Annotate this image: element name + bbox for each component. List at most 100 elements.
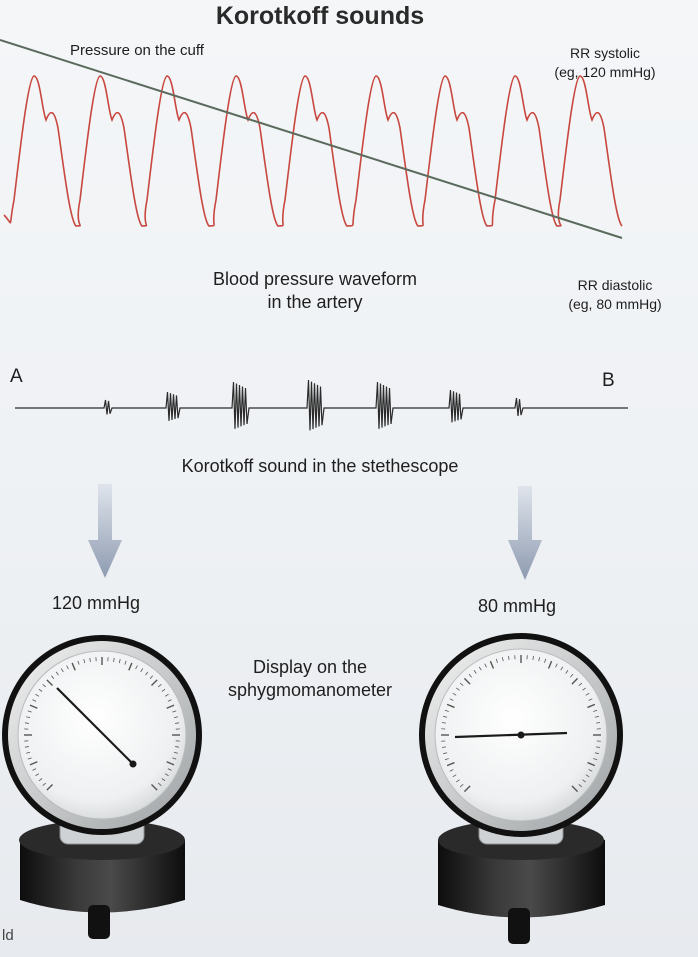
gauge-tick [459,682,464,686]
waveform-label-line1: Blood pressure waveform [212,269,418,289]
right-down-arrow [508,486,542,580]
gauge-tick [593,709,598,712]
gauge-tick [124,660,127,665]
gauge-tick [42,782,46,786]
gauge-tick [468,673,472,678]
gauge-tick [473,670,477,674]
gauge-tick [446,761,455,767]
gauge-tick [35,773,40,777]
right-gauge-scale [441,655,601,793]
gauge-tick [145,671,149,676]
gauge-tick [164,693,169,697]
gauge-tick [167,768,172,771]
gauge-tick [508,655,510,660]
gauge-tick [27,710,32,713]
diastolic-label-line2: (eg, 80 mmHg) [568,296,662,312]
right-gauge-stem [508,908,530,944]
gauge-tick [55,671,59,676]
gauge-tick [565,670,569,674]
left-down-arrow [88,484,122,578]
point-a-label: A [10,366,23,387]
gauge-tick [443,715,448,718]
gauge-tick [77,660,80,665]
waveform-label-line2: in the artery [267,292,363,312]
gauge-tick [446,703,455,709]
gauge-tick [60,668,64,673]
cuff-pressure-line [0,39,623,239]
gauge-tick [161,688,166,692]
gauge-tick [456,687,460,691]
gauge-tick [46,679,53,686]
gauge-tick [89,657,91,662]
gauge-tick [29,704,38,709]
gauge-tick [166,761,175,766]
left-gauge-scale [24,657,180,791]
gauge-tick [452,692,457,696]
gauge-tick [441,722,446,724]
gauge-tick [532,655,534,660]
gauge-tick [463,677,471,685]
gauge-tick [26,751,31,754]
gauge-tick [173,751,178,754]
right-gauge-reading: 80 mmHg [478,596,557,616]
gauge-tick [459,784,464,788]
gauge-tick [594,752,599,755]
gauge-tick [444,709,449,712]
stethoscope-label: Korotkoff sound in the stethescope [181,456,459,476]
gauge-tick [555,663,558,668]
gauge-tick [456,779,460,783]
gauge-display-label-line2: sphygmomanometer [227,680,393,700]
gauge-tick [24,722,29,724]
gauge-tick [449,698,454,701]
right-gauge [419,633,623,944]
diagram-title: Korotkoff sounds [215,2,425,30]
gauge-tick [443,752,448,755]
gauge-tick [444,758,449,761]
gauge-tick [588,769,593,772]
left-gauge-stem [88,905,110,939]
left-gauge-reading: 120 mmHg [52,593,141,613]
systolic-label: RR systolic (eg, 120 mmHg) [520,44,690,82]
right-gauge-hub [517,731,525,739]
gauge-tick [478,666,482,671]
gauge-tick [570,673,574,678]
gauge-tick [71,662,76,671]
gauge-tick [24,746,29,748]
gauge-tick [135,665,138,670]
gauge-tick [83,659,86,664]
gauge-tick [173,716,178,719]
gauge-tick [441,746,446,748]
gauge-tick [46,784,53,791]
gauge-tick [175,722,180,724]
gauge-tick [593,758,598,761]
gauge-tick [578,682,583,686]
gauge-tick [35,693,40,697]
gauge-tick [587,703,596,709]
gauge-tick [172,710,177,713]
gauge-tick [29,761,38,766]
left-gauge [2,635,202,939]
gauge-tick [538,657,541,662]
systolic-label-line1: RR systolic [569,45,640,61]
left-gauge-face [17,650,187,820]
gauge-tick [571,785,579,793]
gauge-tick [587,761,596,767]
gauge-tick [166,704,175,709]
gauge-tick [118,659,121,664]
diastolic-label-line1: RR diastolic [577,277,653,293]
gauge-tick [26,716,31,719]
gauge-tick [27,757,32,760]
diastolic-label: RR diastolic (eg, 80 mmHg) [540,276,690,314]
gauge-tick [582,687,586,691]
gauge-tick [582,779,586,783]
gauge-tick [449,769,454,772]
gauge-tick [501,657,504,662]
gauge-tick [158,782,162,786]
gauge-tick [42,684,46,688]
gauge-tick [596,746,601,748]
gauge-tick [489,660,495,669]
korotkoff-sound-trace [15,379,628,431]
gauge-tick [32,699,37,702]
gauge-tick [38,688,43,692]
